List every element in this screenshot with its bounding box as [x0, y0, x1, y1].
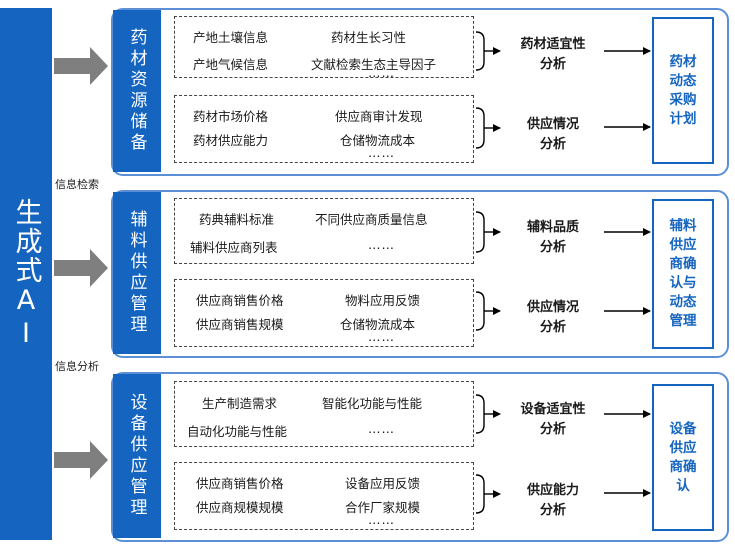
info-item: 设备应用反馈 — [345, 476, 421, 491]
info-group-supply-status — [174, 95, 474, 163]
more-ellipsis: …… — [368, 145, 395, 160]
info-item: 供应商销售价格 — [196, 476, 284, 491]
section-title-herb-reserve: 药材资源储备 — [113, 10, 161, 172]
output-excipient-supplier-management: 辅料供应 商确认与 动态管理 — [652, 199, 714, 349]
more-ellipsis: …… — [368, 237, 395, 252]
info-item: 药材市场价格 — [193, 109, 269, 124]
info-item: 自动化功能与性能 — [187, 424, 288, 439]
section-title-excipient-supply: 辅料供应管理 — [113, 192, 161, 354]
generative-ai-label: 生成式AI — [10, 197, 42, 351]
info-retrieval-label: 信息检索 — [55, 178, 99, 191]
result-excipient-supply-status: 供应情况分析 — [526, 300, 579, 335]
bracket-arrow-icon — [475, 291, 501, 331]
output-herb-purchase-plan: 药材动态 采购计划 — [652, 17, 714, 164]
generative-ai-bar: 生成式AI — [0, 8, 52, 540]
info-item: 文献检索生态主导因子 — [311, 57, 437, 72]
output-equipment-supplier-confirmation: 设备供应 商确认 — [652, 384, 714, 531]
gray-block-arrow-icon — [54, 47, 108, 85]
info-group-equipment-suitability — [174, 381, 474, 447]
info-item: 仓储物流成本 — [340, 133, 416, 148]
info-item: 不同供应商质量信息 — [315, 212, 428, 227]
info-item: 生产制造需求 — [202, 396, 278, 411]
info-item: 供应商规模规模 — [196, 500, 284, 515]
result-excipient-quality: 辅料品质分析 — [526, 220, 579, 255]
gray-block-arrow-icon — [54, 441, 108, 479]
more-ellipsis: …… — [368, 329, 395, 344]
info-group-supply-capacity — [174, 462, 474, 530]
result-supply-status: 供应情况分析 — [526, 117, 579, 152]
info-analysis-label: 信息分析 — [55, 360, 99, 373]
result-supply-capacity: 供应能力分析 — [526, 483, 579, 518]
more-ellipsis: …… — [368, 512, 395, 527]
info-group-herb-suitability — [174, 16, 474, 78]
gray-block-arrow-icon — [54, 249, 108, 287]
bracket-arrow-icon — [475, 31, 501, 71]
info-item: 供应商审计发现 — [335, 109, 423, 124]
bracket-arrow-icon — [475, 394, 501, 434]
result-herb-suitability: 药材适宜性分析 — [520, 37, 586, 72]
result-equipment-suitability: 设备适宜性分析 — [520, 402, 586, 437]
more-ellipsis: …… — [368, 65, 395, 80]
info-item: 辅料供应商列表 — [190, 240, 278, 255]
info-group-excipient-supply-status — [174, 279, 474, 347]
section-title-equipment-supply: 设备供应管理 — [113, 374, 161, 538]
bracket-arrow-icon — [475, 107, 501, 149]
info-item: 智能化功能与性能 — [322, 396, 423, 411]
info-item: 产地气候信息 — [193, 57, 269, 72]
info-group-excipient-quality — [174, 198, 474, 264]
info-item: 药材生长习性 — [331, 30, 407, 45]
info-item: 合作厂家规模 — [345, 500, 421, 515]
bracket-arrow-icon — [475, 474, 501, 514]
info-item: 仓储物流成本 — [340, 317, 416, 332]
info-item: 产地土壤信息 — [193, 30, 269, 45]
info-item: 物料应用反馈 — [345, 293, 421, 308]
info-item: 药典辅料标准 — [199, 212, 275, 227]
info-item: 供应商销售价格 — [196, 293, 284, 308]
info-item: 供应商销售规模 — [196, 317, 284, 332]
bracket-arrow-icon — [475, 211, 501, 253]
info-item: 药材供应能力 — [193, 133, 269, 148]
more-ellipsis: …… — [368, 421, 395, 436]
